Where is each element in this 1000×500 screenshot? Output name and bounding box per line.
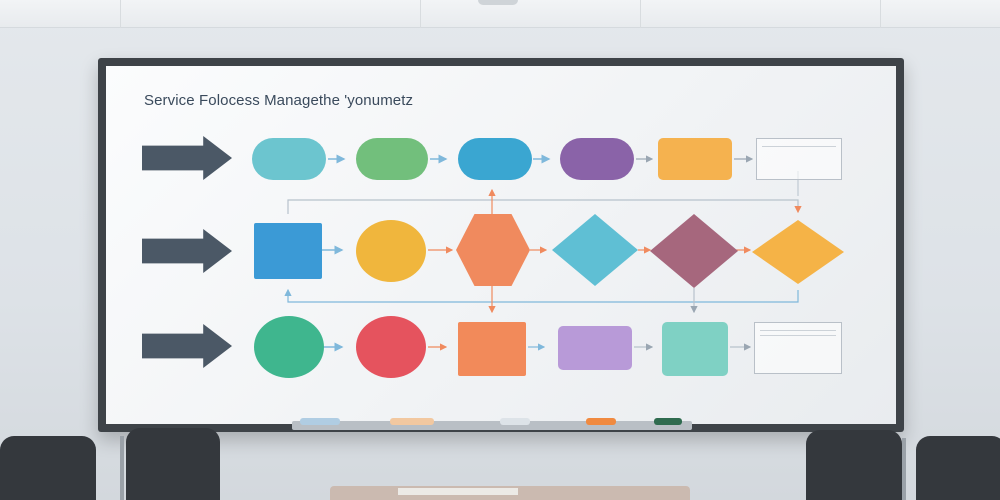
ceiling-seam — [120, 0, 121, 28]
process-step-2 — [356, 138, 428, 180]
connector — [287, 199, 802, 214]
whiteboard: Service Folocess Managethe 'yonumetz — [106, 66, 896, 424]
marker — [390, 418, 434, 425]
chair-arm — [120, 436, 124, 500]
paper-sheet — [398, 488, 518, 495]
chair-right-2 — [916, 436, 1000, 500]
marker — [300, 418, 340, 425]
process-step-5 — [658, 138, 732, 180]
legend-row — [760, 336, 836, 340]
marker — [654, 418, 682, 425]
marker-tray — [292, 421, 692, 430]
process-step-8 — [356, 316, 426, 378]
ceiling-seam — [880, 0, 881, 28]
process-step-3 — [458, 138, 532, 180]
process-step-9 — [458, 322, 526, 376]
ceiling-seam — [640, 0, 641, 28]
chair-arm — [902, 438, 906, 500]
ceiling-light — [478, 0, 518, 5]
process-step-7 — [254, 316, 324, 378]
legend-bottom — [754, 322, 842, 374]
legend-row — [760, 331, 836, 336]
chair-right-1 — [806, 430, 902, 500]
connector — [284, 288, 799, 303]
connector-lines — [284, 154, 802, 352]
ceiling-seam — [420, 0, 421, 28]
process-step-4 — [560, 138, 634, 180]
decision-circle — [356, 220, 426, 282]
process-step-6 — [254, 223, 322, 279]
chair-left-2 — [126, 428, 220, 500]
chair-left-1 — [0, 436, 96, 500]
process-step-1 — [252, 138, 326, 180]
marker — [500, 418, 530, 425]
process-step-11 — [662, 322, 728, 376]
legend-top — [756, 138, 842, 180]
ceiling — [0, 0, 1000, 28]
process-step-10 — [558, 326, 632, 370]
board-title: Service Folocess Managethe 'yonumetz — [144, 92, 414, 109]
marker — [586, 418, 616, 425]
legend-row — [762, 147, 836, 151]
legend-row — [762, 142, 836, 147]
legend-row — [760, 326, 836, 331]
